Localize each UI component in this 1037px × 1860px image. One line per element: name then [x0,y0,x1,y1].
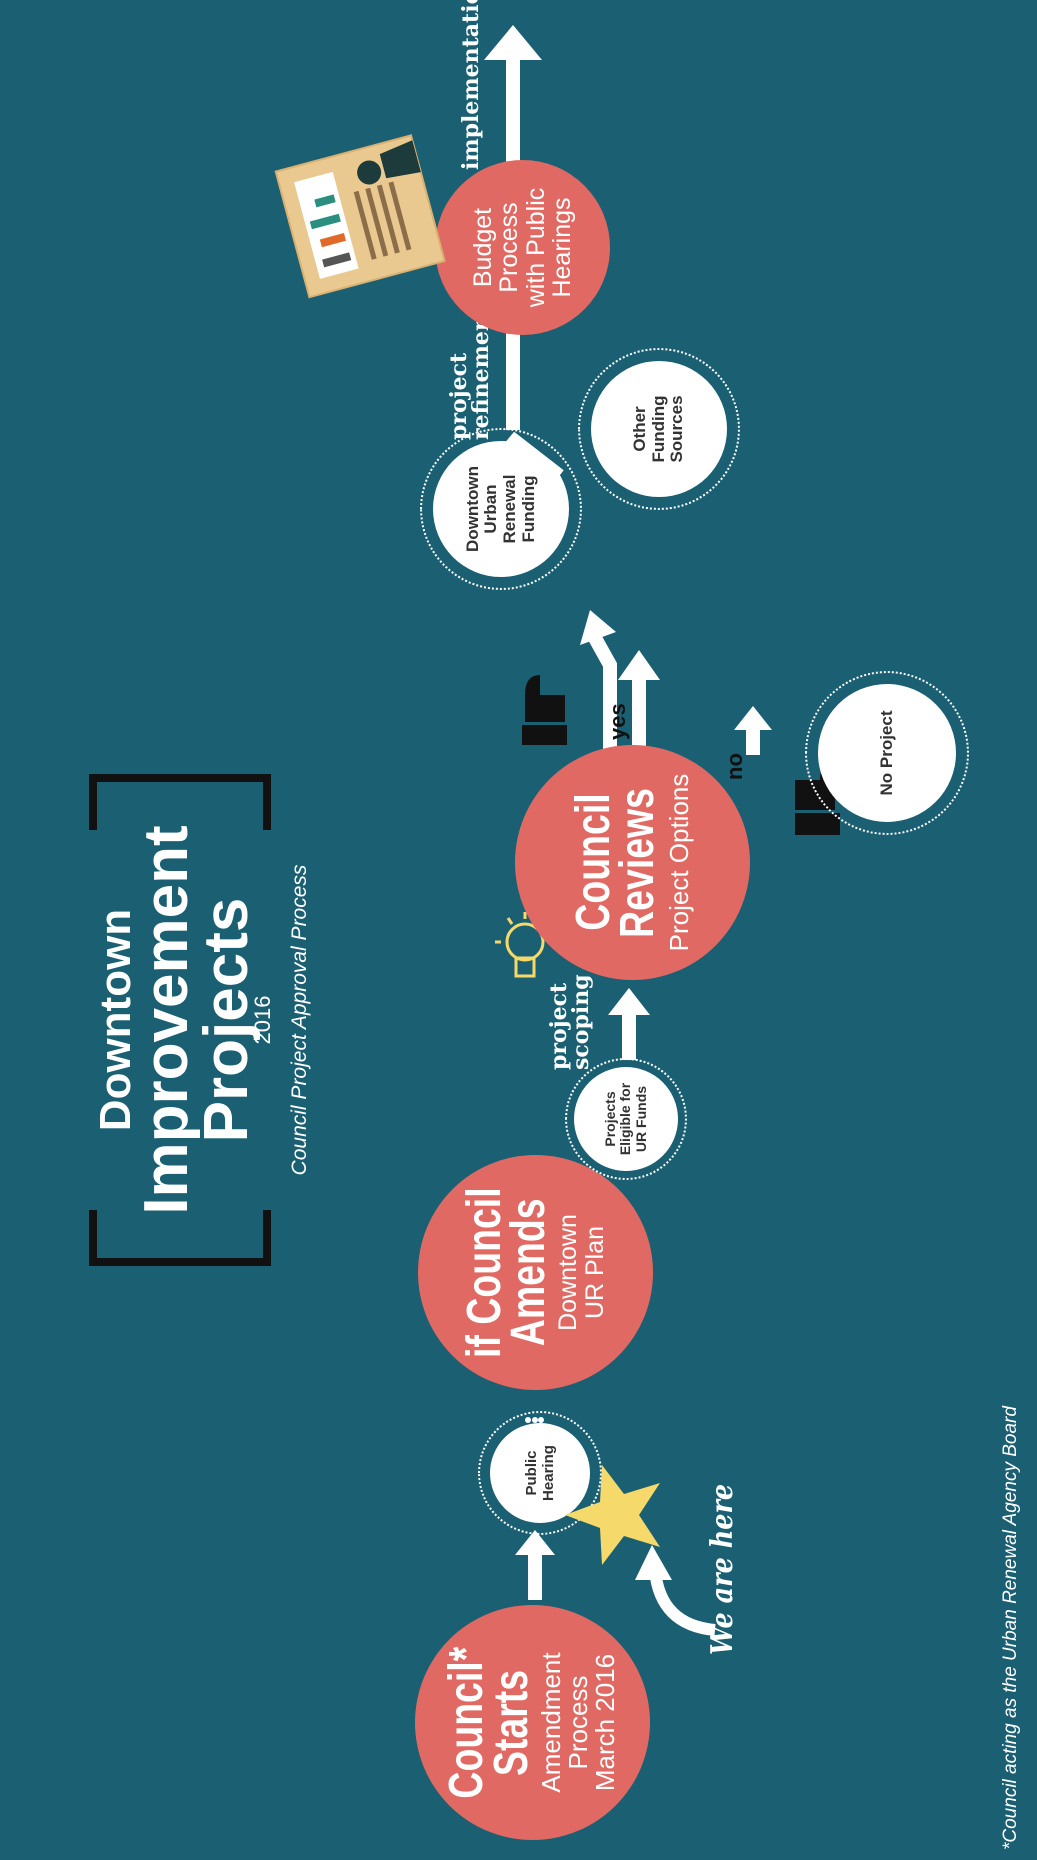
presenter-easel-icon [274,134,446,299]
other-funding-ring: Other Funding Sources [578,348,740,510]
step-budget-process: Budget Process with Public Hearings [435,160,610,335]
amends-heading1: if Council [458,1187,512,1358]
dots-hearing-to-amends [525,1417,544,1423]
reviews-detail: Project Options [664,773,694,952]
ur-funding-label: Downtown Urban Renewal Funding [462,466,538,552]
eligible-ring: Projects Eligible for UR Funds [565,1058,687,1180]
curved-arrow-icon [635,1545,716,1636]
ur-funding-ring: Downtown Urban Renewal Funding [420,428,582,590]
eligible-label: Projects Eligible for UR Funds [601,1082,649,1156]
yes-label: yes [605,703,630,740]
arrow-scoping [608,988,650,1060]
other-funding-circle: Other Funding Sources [591,361,727,497]
star-icon [565,1465,660,1565]
step-council-amends: if Council Amends Downtown UR Plan [418,1155,653,1390]
lightbulb-icon [495,912,555,978]
arrow-start-to-hearing [515,1530,555,1600]
no-label: no [722,753,747,780]
eligible-circle: Projects Eligible for UR Funds [574,1067,678,1171]
scoping-label: project scoping [546,974,594,1070]
step-council-reviews: Council Reviews Project Options [515,745,750,980]
other-funding-label: Other Funding Sources [629,395,687,463]
thumbs-up-icon [522,675,567,745]
reviews-heading2: Reviews [610,787,664,938]
arrow-no [734,706,772,755]
footnote: *Council acting as the Urban Renewal Age… [1000,1406,1021,1850]
no-project-circle: No Project [818,684,956,822]
arrow-yes [580,610,660,750]
budget-label: Budget Process with Public Hearings [469,187,576,308]
ur-funding-circle: Downtown Urban Renewal Funding [433,441,569,577]
reviews-heading1: Council [566,793,620,932]
title-bracket [89,774,271,1266]
step-council-starts: Council* Starts Amendment Process March … [415,1605,650,1840]
amends-detail: Downtown UR Plan [554,1214,609,1331]
amends-heading2: Amends [502,1198,556,1347]
we-are-here-label: We are here [705,1483,740,1655]
start-detail: Amendment Process March 2016 [535,1652,621,1793]
title-block: Downtown Improvement Projects 2016 [85,770,275,1270]
start-heading2: Starts [484,1669,538,1776]
start-heading1: Council* [440,1646,494,1799]
public-hearing-label: Public Hearing [523,1445,557,1501]
implementation-label: implementation [458,0,484,170]
no-project-ring: No Project [805,671,969,835]
no-project-label: No Project [877,710,896,796]
